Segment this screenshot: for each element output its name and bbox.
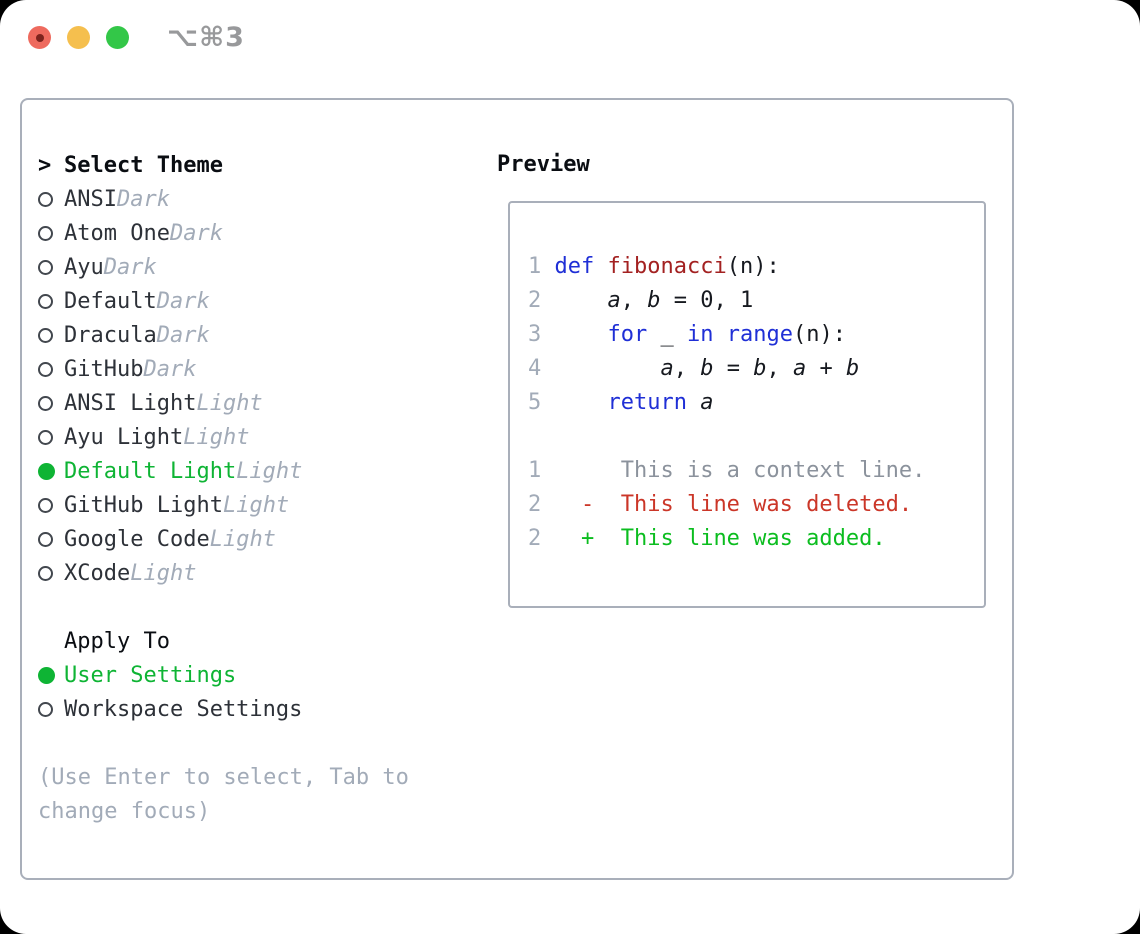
preview-title: Preview <box>497 152 590 177</box>
theme-option-default-light[interactable]: Default Light Light <box>38 454 409 488</box>
radio-icon <box>38 531 64 547</box>
line-number: 5 <box>528 390 555 415</box>
theme-option-dracula[interactable]: Dracula Dark <box>38 318 409 352</box>
theme-variant: Light <box>130 560 197 586</box>
apply-to-title: Apply To <box>64 628 170 654</box>
theme-variant: Dark <box>169 220 223 246</box>
theme-variant: Dark <box>103 254 157 280</box>
line-number: 2 <box>528 526 555 551</box>
preview-line-diff-added: 2 + This line was added. <box>528 526 886 551</box>
apply-option-workspace-settings[interactable]: Workspace Settings <box>38 692 409 726</box>
preview-line-blank <box>528 420 925 454</box>
theme-picker-panel <box>20 98 1014 880</box>
radio-selected-icon <box>38 462 64 480</box>
radio-icon <box>38 259 64 275</box>
zoom-button[interactable] <box>106 26 129 49</box>
theme-name: Ayu Light <box>64 424 184 450</box>
preview-line-code: 2 a, b = 0, 1 <box>528 288 754 313</box>
preview-box <box>508 201 986 608</box>
theme-variant: Dark <box>156 288 210 314</box>
window-controls <box>28 26 129 49</box>
radio-icon <box>38 191 64 207</box>
spacer-row <box>38 726 409 760</box>
hint-line-2: change focus) <box>38 798 211 824</box>
theme-variant: Light <box>236 458 303 484</box>
theme-name: XCode <box>64 560 131 586</box>
radio-icon <box>38 395 64 411</box>
radio-icon <box>38 701 64 717</box>
theme-variant: Light <box>183 424 250 450</box>
theme-option-github-light[interactable]: GitHub Light Light <box>38 488 409 522</box>
radio-icon <box>38 327 64 343</box>
radio-icon <box>38 429 64 445</box>
theme-name: Google Code <box>64 526 210 552</box>
theme-variant: Dark <box>156 322 210 348</box>
line-number: 3 <box>528 322 555 347</box>
window-title-shortcut: ⌥⌘3 <box>167 22 245 53</box>
apply-option-label: User Settings <box>64 662 237 688</box>
theme-option-xcode[interactable]: XCode Light <box>38 556 409 590</box>
theme-name: GitHub <box>64 356 144 382</box>
theme-name: Default <box>64 288 157 314</box>
theme-variant: Dark <box>143 356 197 382</box>
theme-option-atom-one[interactable]: Atom One Dark <box>38 216 409 250</box>
theme-name: ANSI <box>64 186 117 212</box>
line-number: 2 <box>528 288 555 313</box>
preview-line-diff-deleted: 2 - This line was deleted. <box>528 492 913 517</box>
theme-option-google-code[interactable]: Google Code Light <box>38 522 409 556</box>
line-number: 2 <box>528 492 555 517</box>
theme-name: ANSI Light <box>64 390 197 416</box>
preview-line-code: 1 def fibonacci(n): <box>528 254 780 279</box>
theme-name: Atom One <box>64 220 170 246</box>
hint-line-1: (Use Enter to select, Tab to <box>38 764 409 790</box>
theme-option-github[interactable]: GitHub Dark <box>38 352 409 386</box>
line-number: 1 <box>528 458 555 483</box>
theme-variant: Light <box>209 526 276 552</box>
close-button-dot-icon <box>35 33 44 42</box>
apply-to-header: Apply To <box>38 624 409 658</box>
theme-name: Ayu <box>64 254 104 280</box>
radio-icon <box>38 565 64 581</box>
theme-name: GitHub Light <box>64 492 223 518</box>
theme-variant: Light <box>222 492 290 518</box>
preview-code: 1 def fibonacci(n): 2 a, b = 0, 1 3 for _ … <box>528 250 925 556</box>
radio-icon <box>38 497 64 513</box>
radio-icon <box>38 293 64 309</box>
minimize-button[interactable] <box>67 26 90 49</box>
close-button[interactable] <box>28 26 51 49</box>
radio-icon <box>38 225 64 241</box>
apply-option-label: Workspace Settings <box>64 696 303 722</box>
theme-option-ayu[interactable]: Ayu Dark <box>38 250 409 284</box>
theme-name: Default Light <box>64 458 237 484</box>
line-number: 4 <box>528 356 555 381</box>
theme-option-ayu-light[interactable]: Ayu Light Light <box>38 420 409 454</box>
theme-option-ansi[interactable]: ANSI Dark <box>38 182 409 216</box>
preview-line-diff-context: 1 This is a context line. <box>528 458 926 483</box>
apply-option-user-settings[interactable]: User Settings <box>38 658 409 692</box>
select-theme-header: > Select Theme <box>38 148 409 182</box>
theme-option-ansi-light[interactable]: ANSI Light Light <box>38 386 409 420</box>
theme-variant: Dark <box>116 186 170 212</box>
preview-line-code: 4 a, b = b, a + b <box>528 356 860 381</box>
theme-variant: Light <box>196 390 263 416</box>
theme-name: Dracula <box>64 322 157 348</box>
focus-caret-icon: > <box>38 152 52 178</box>
select-theme-title: Select Theme <box>64 152 223 178</box>
preview-line-code: 3 for _ in range(n): <box>528 322 846 347</box>
radio-selected-icon <box>38 666 64 684</box>
radio-icon <box>38 361 64 377</box>
spacer-row <box>38 590 409 624</box>
theme-option-default[interactable]: Default Dark <box>38 284 409 318</box>
preview-line-code: 5 return a <box>528 390 714 415</box>
line-number: 1 <box>528 254 555 279</box>
